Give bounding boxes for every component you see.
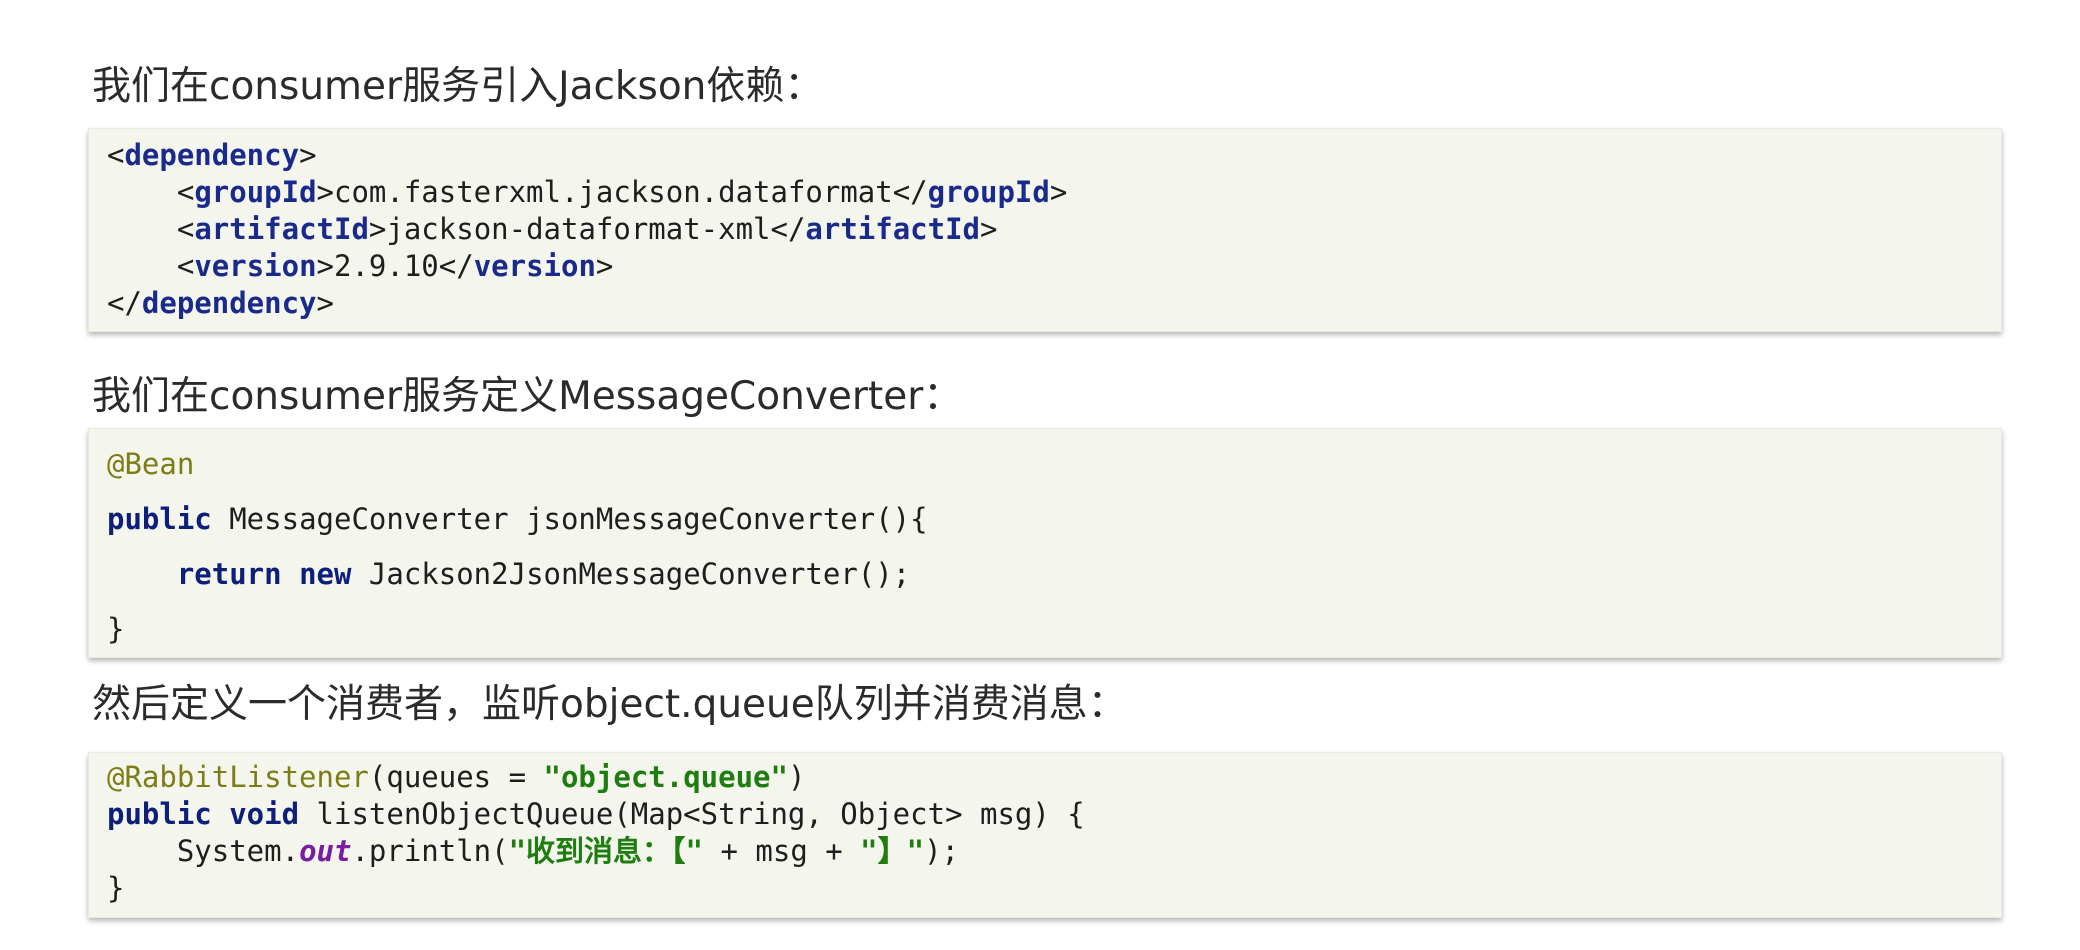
xml-value: 2.9.10 (334, 249, 439, 283)
static-field: out (299, 834, 352, 868)
paragraph-add-jackson-dependency: 我们在consumer服务引入Jackson依赖： (92, 64, 824, 109)
xml-tag: dependency (141, 286, 317, 320)
xml-tag: groupId (927, 175, 1050, 209)
expression: + msg + (703, 834, 861, 868)
paragraph-define-consumer: 然后定义一个消费者，监听object.queue队列并消费消息： (92, 682, 1127, 727)
code-block-consumer: @RabbitListener(queues = "object.queue")… (88, 752, 2002, 918)
closing-brace: } (107, 612, 125, 646)
code-line: @Bean (107, 437, 2001, 492)
code-line: <artifactId>jackson-dataformat-xml</arti… (107, 212, 998, 246)
code-line: <groupId>com.fasterxml.jackson.dataforma… (107, 175, 1068, 209)
paragraph-define-message-converter: 我们在consumer服务定义MessageConverter： (92, 374, 963, 419)
code-line: return new Jackson2JsonMessageConverter(… (107, 547, 2001, 602)
string-literal: "收到消息：【" (508, 834, 704, 868)
keyword: return (176, 557, 282, 591)
method-call: ); (924, 834, 959, 868)
identifier: System. (176, 834, 300, 868)
closing-brace: } (107, 871, 125, 905)
string-literal: "object.queue" (543, 760, 788, 794)
xml-tag: artifactId (194, 212, 369, 246)
code-line: <version>2.9.10</version> (107, 249, 614, 283)
xml-value: com.fasterxml.jackson.dataformat (334, 175, 893, 209)
code-line: public void listenObjectQueue(Map<String… (107, 796, 2001, 833)
code-line: System.out.println("收到消息：【" + msg + "】")… (107, 833, 2001, 870)
xml-tag: artifactId (805, 212, 981, 246)
code-line: } (107, 602, 2001, 657)
xml-tag: groupId (194, 175, 317, 209)
method-call: .println( (351, 834, 509, 868)
xml-tag: dependency (124, 138, 300, 172)
xml-value: jackson-dataformat-xml (386, 212, 771, 246)
keyword: public (107, 502, 212, 536)
annotation-args: ) (787, 760, 806, 794)
method-signature: MessageConverter jsonMessageConverter(){ (211, 502, 928, 536)
annotation: @Bean (107, 447, 195, 481)
constructor-call: Jackson2JsonMessageConverter(); (351, 557, 911, 591)
code-block-dependency: <dependency> <groupId>com.fasterxml.jack… (88, 128, 2002, 332)
xml-tag: version (194, 249, 317, 283)
code-line: } (107, 870, 2001, 907)
code-line: @RabbitListener(queues = "object.queue") (107, 759, 2001, 796)
code-line: <dependency> (107, 138, 317, 172)
keyword: new (299, 557, 352, 591)
code-line: public MessageConverter jsonMessageConve… (107, 492, 2001, 547)
code-block-message-converter: @Bean public MessageConverter jsonMessag… (88, 428, 2002, 658)
annotation: @RabbitListener (107, 760, 369, 794)
annotation-args: (queues = (368, 760, 544, 794)
string-literal: "】" (860, 834, 925, 868)
method-signature: listenObjectQueue(Map<String, Object> ms… (299, 797, 1085, 831)
keyword: public void (107, 797, 300, 831)
code-line: </dependency> (107, 286, 334, 320)
xml-tag: version (473, 249, 596, 283)
